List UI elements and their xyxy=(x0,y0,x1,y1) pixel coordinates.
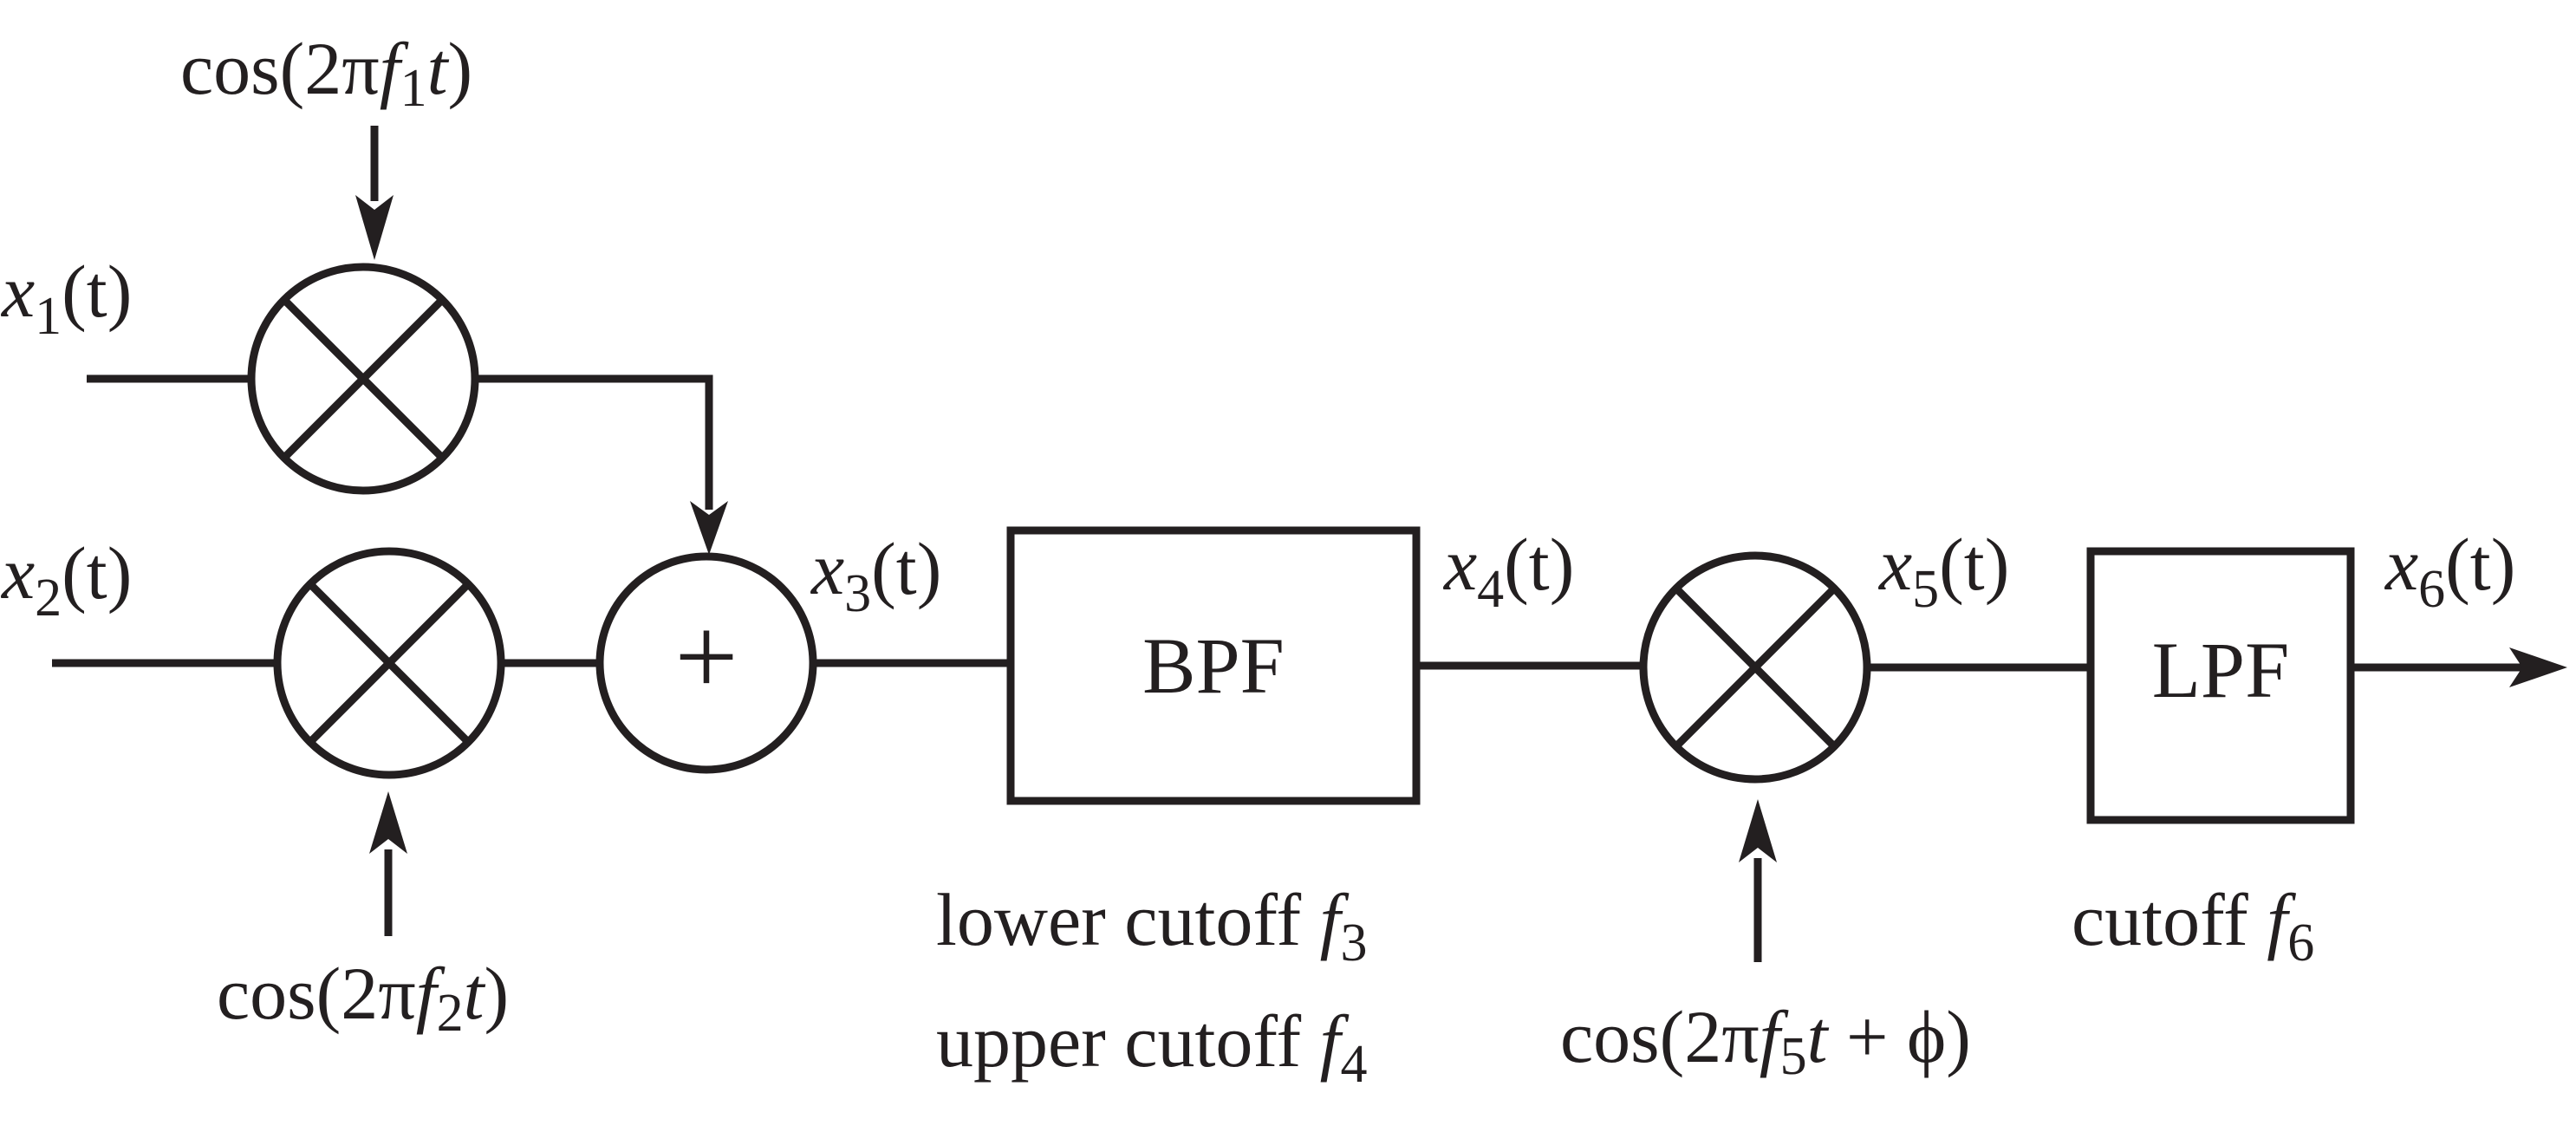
multiplier-5 xyxy=(1639,551,1871,784)
signal-wires xyxy=(52,126,2524,962)
signal-label-x5: x5(t) xyxy=(1877,523,2009,619)
arrowhead-osc2 xyxy=(369,791,407,854)
signal-label-x1: x1(t) xyxy=(0,250,132,346)
signal-label-x4: x4(t) xyxy=(1442,523,1574,619)
arrowhead-mult1-to-adder xyxy=(690,501,728,555)
signal-label-x2: x2(t) xyxy=(0,531,132,628)
arrowhead-osc1 xyxy=(355,195,394,260)
oscillator-1-label: cos(2πf1t) xyxy=(180,27,472,118)
signal-label-x3: x3(t) xyxy=(810,527,941,623)
oscillator-2-label: cos(2πf2t) xyxy=(217,952,509,1043)
wire-mult1-to-adder xyxy=(475,374,713,510)
arrowheads xyxy=(355,195,2567,862)
bpf-upper-cutoff-label: upper cutoff f4 xyxy=(936,999,1368,1094)
lpf-cutoff-label: cutoff f6 xyxy=(2072,878,2314,973)
bpf-lower-cutoff-label: lower cutoff f3 xyxy=(936,878,1368,973)
oscillator-5-label: cos(2πf5t + ϕ) xyxy=(1560,995,1971,1086)
multiplier-2 xyxy=(273,547,505,779)
lpf-label: LPF xyxy=(2152,626,2290,714)
arrowhead-output xyxy=(2509,647,2567,687)
adder-plus-symbol: + xyxy=(674,595,738,719)
arrowhead-osc5 xyxy=(1739,799,1777,862)
adder: + xyxy=(595,552,817,774)
bpf-label: BPF xyxy=(1142,621,1285,710)
bandpass-filter-block: BPF xyxy=(1006,526,1421,805)
signal-label-x6: x6(t) xyxy=(2384,523,2515,619)
multiplier-1 xyxy=(247,263,479,495)
lowpass-filter-block: LPF xyxy=(2086,547,2355,824)
